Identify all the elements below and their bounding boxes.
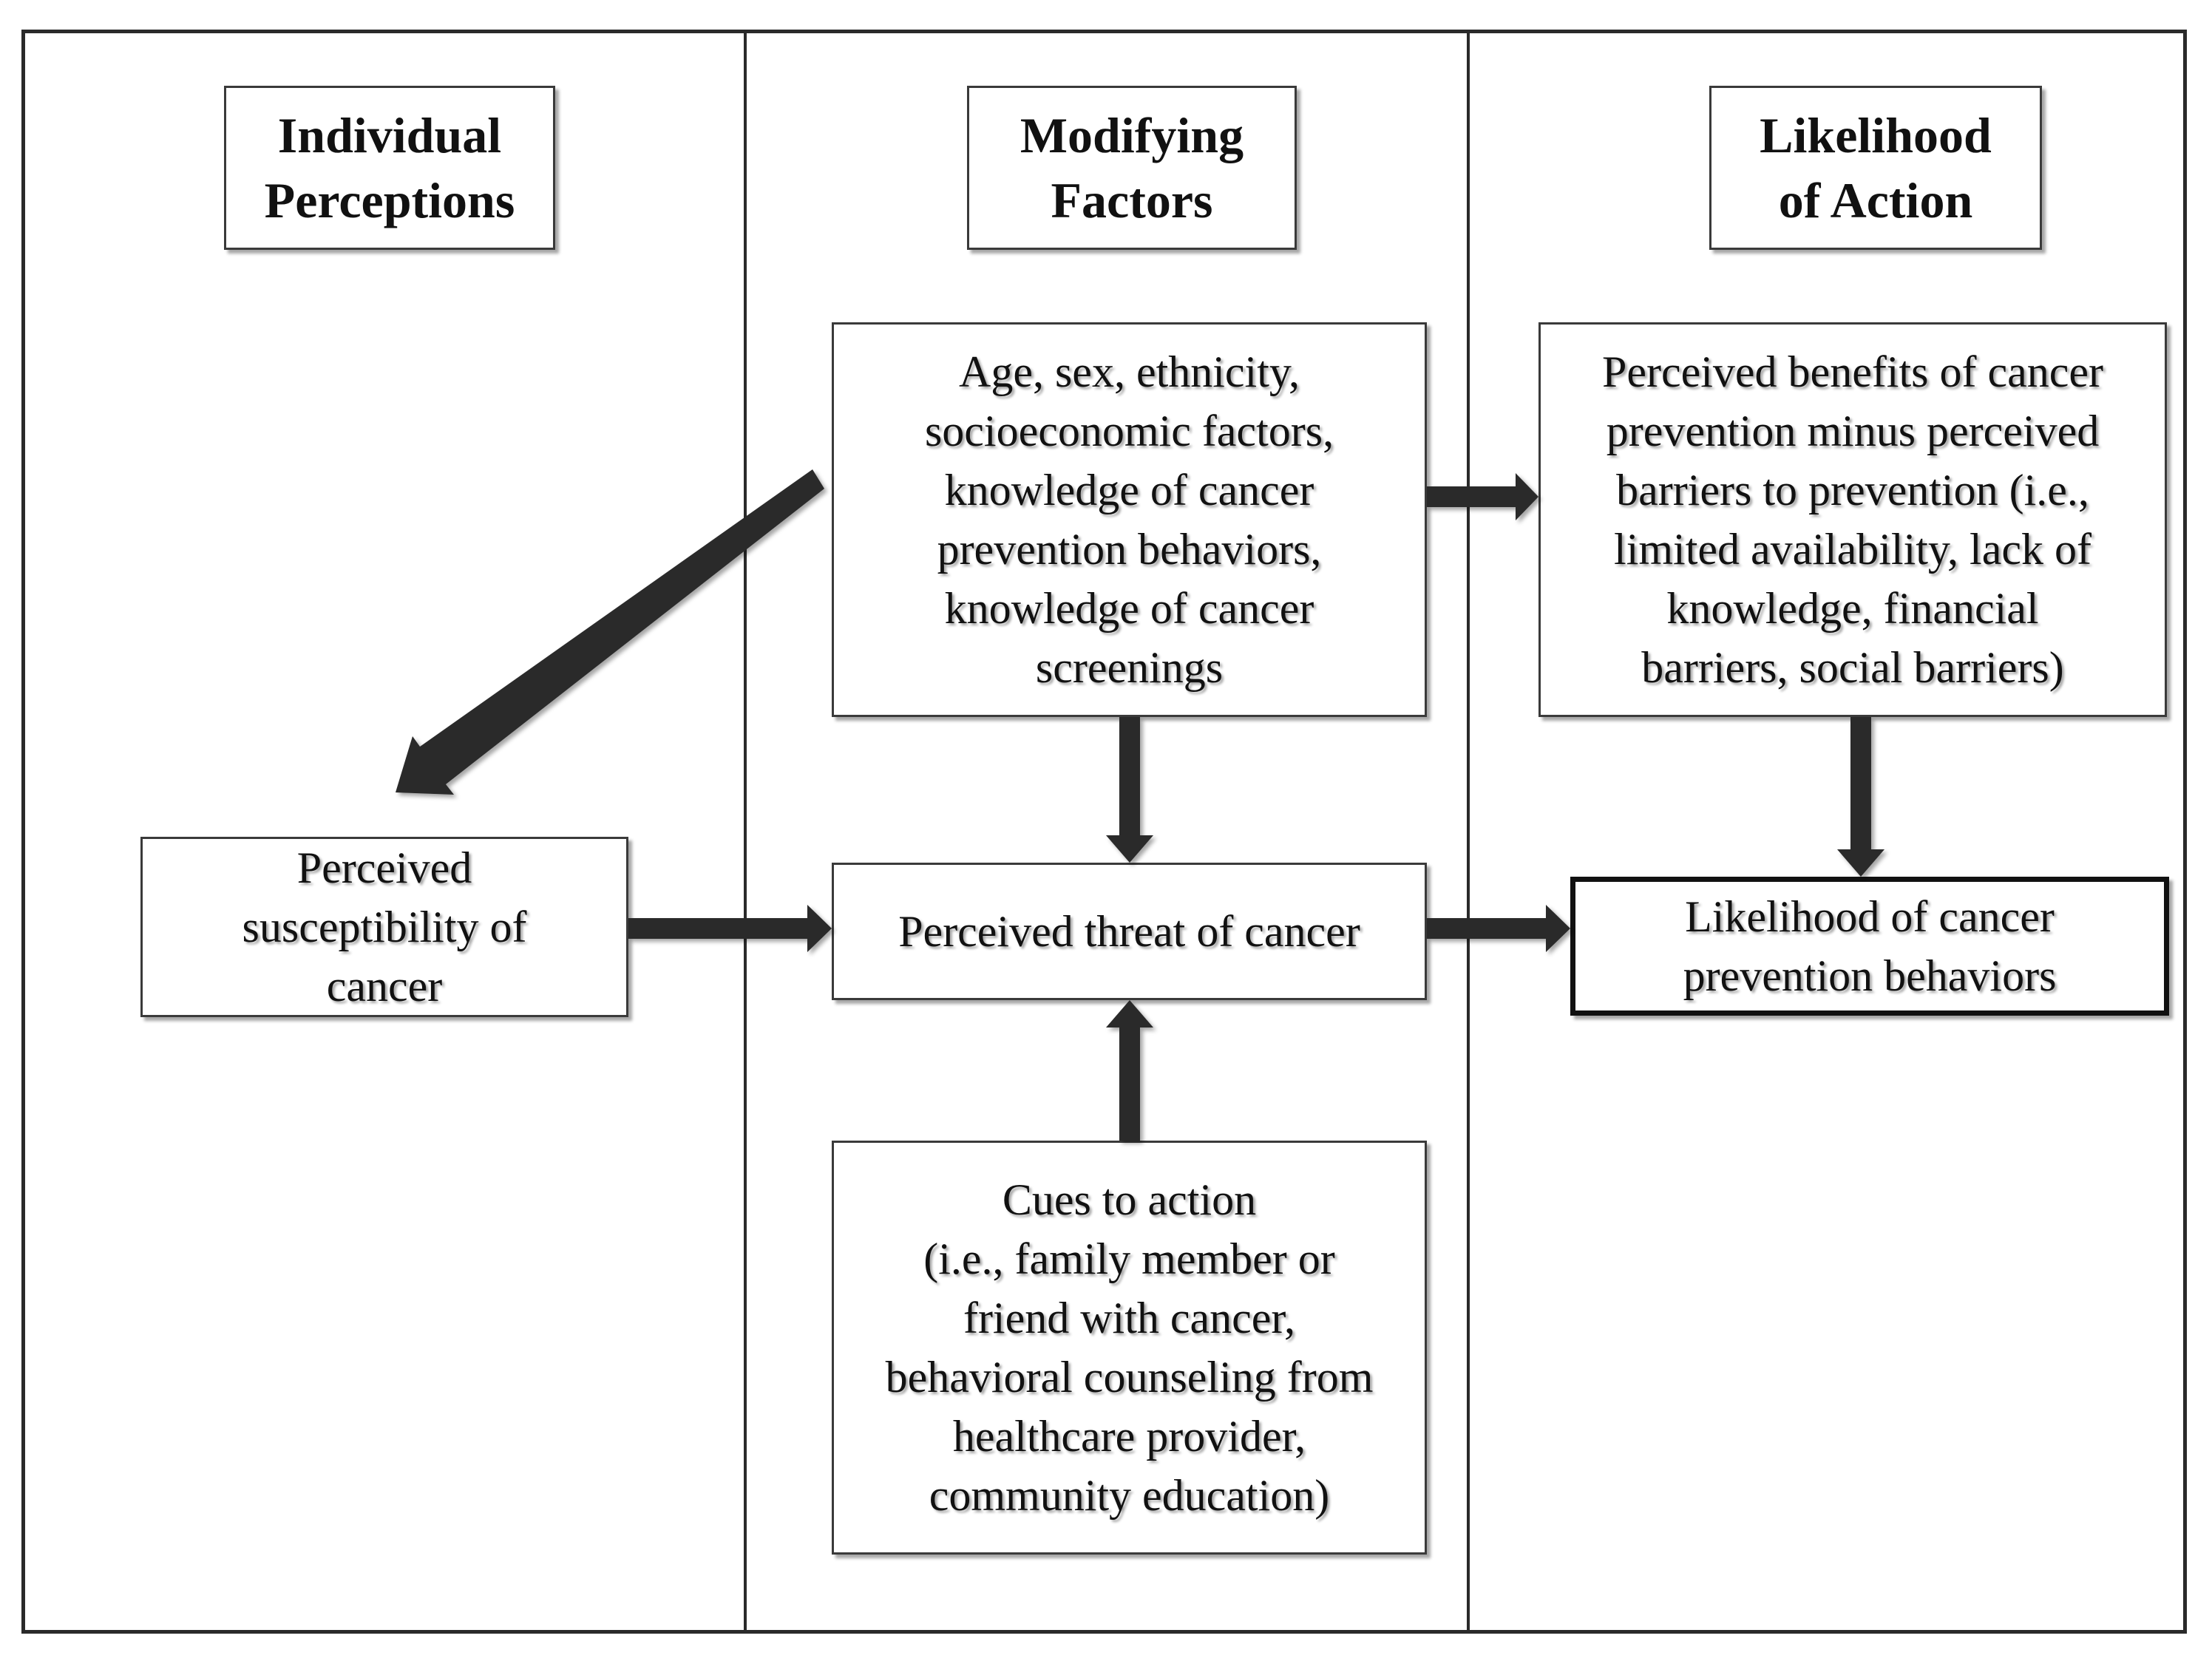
- box-cues-to-action: Cues to action (i.e., family member or f…: [832, 1141, 1427, 1555]
- box-demographics: Age, sex, ethnicity, socioeconomic facto…: [832, 322, 1427, 717]
- header-modifying-factors-label: Modifying Factors: [1020, 107, 1244, 228]
- arrow-demographics-to-benefits: [1427, 473, 1538, 520]
- box-likelihood-of-prevention: Likelihood of cancer prevention behavior…: [1570, 877, 2169, 1016]
- arrow-benefits-to-likelihood: [1837, 717, 1884, 877]
- arrow-susceptibility-to-threat: [628, 905, 832, 952]
- box-perceived-threat: Perceived threat of cancer: [832, 863, 1427, 1000]
- arrow-cues-to-threat: [1106, 1000, 1153, 1141]
- box-perceived-benefits-text: Perceived benefits of cancer prevention …: [1602, 347, 2103, 692]
- header-likelihood-of-action-label: Likelihood of Action: [1760, 107, 1992, 228]
- box-perceived-susceptibility-text: Perceived susceptibility of cancer: [242, 843, 527, 1010]
- box-cues-to-action-text: Cues to action (i.e., family member or f…: [885, 1175, 1374, 1520]
- header-individual-perceptions-label: Individual Perceptions: [264, 107, 515, 228]
- header-individual-perceptions: Individual Perceptions: [224, 86, 555, 250]
- box-likelihood-of-prevention-text: Likelihood of cancer prevention behavior…: [1683, 892, 2057, 1000]
- arrow-demographics-to-susceptibility: [396, 469, 824, 795]
- box-perceived-benefits: Perceived benefits of cancer prevention …: [1538, 322, 2167, 717]
- box-perceived-susceptibility: Perceived susceptibility of cancer: [140, 837, 628, 1017]
- column-divider-1: [744, 30, 747, 1634]
- header-modifying-factors: Modifying Factors: [967, 86, 1297, 250]
- box-perceived-threat-text: Perceived threat of cancer: [898, 907, 1360, 956]
- box-demographics-text: Age, sex, ethnicity, socioeconomic facto…: [924, 347, 1334, 692]
- arrow-threat-to-likelihood: [1427, 905, 1570, 952]
- column-divider-2: [1467, 30, 1470, 1634]
- diagram-frame: [21, 30, 2187, 1634]
- header-likelihood-of-action: Likelihood of Action: [1709, 86, 2042, 250]
- arrow-demographics-to-threat: [1106, 717, 1153, 863]
